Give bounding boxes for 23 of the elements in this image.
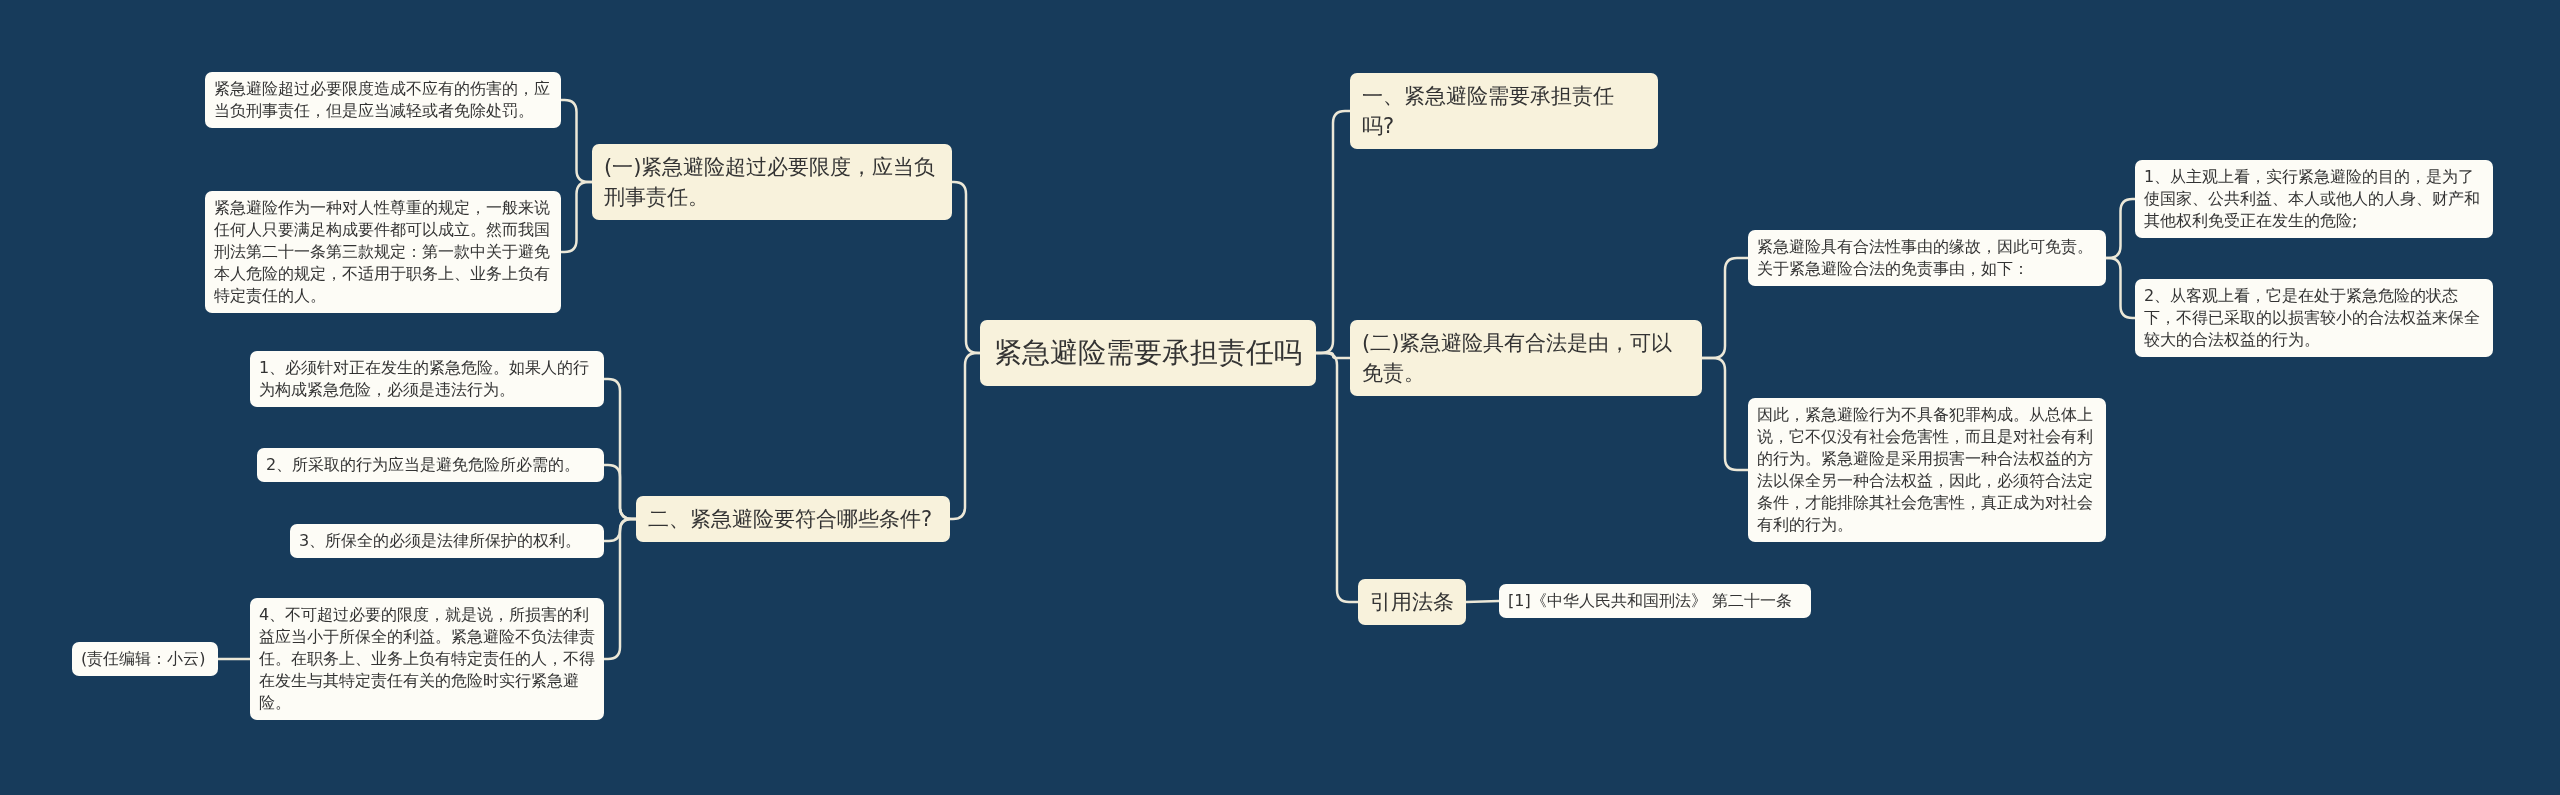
connector-line [1702, 356, 1748, 472]
topic-box: (一)紧急避险超过必要限度，应当负刑事责任。 [592, 144, 952, 220]
connector-line [218, 657, 250, 661]
note-box: 3、所保全的必须是法律所保护的权利。 [290, 524, 604, 558]
note-box: 2、所采取的行为应当是避免危险所必需的。 [257, 448, 604, 482]
note-box: 紧急避险超过必要限度造成不应有的伤害的，应当负刑事责任，但是应当减轻或者免除处罚。 [205, 72, 561, 128]
topic-box: 引用法条 [1358, 579, 1466, 625]
topic-box: (二)紧急避险具有合法是由，可以免责。 [1350, 320, 1702, 396]
note-box: [1]《中华人民共和国刑法》 第二十一条 [1499, 584, 1811, 618]
note-box: 紧急避险具有合法性事由的缘故，因此可免责。关于紧急避险合法的免责事由，如下： [1748, 230, 2106, 286]
note-box: 4、不可超过必要的限度，就是说，所损害的利益应当小于所保全的利益。紧急避险不负法律责任。在职务上、业务上负有特定责任的人，不得在发生与其特定责任有关的危险时实行紧急避险。 [250, 598, 604, 720]
connector-line [2106, 256, 2135, 320]
note-box: 2、从客观上看，它是在处于紧急危险的状态下，不得已采取的以损害较小的合法权益来保全较大的合法权益的行为。 [2135, 279, 2493, 357]
note-box: (责任编辑：小云) [72, 642, 218, 676]
topic-box: 一、紧急避险需要承担责任吗? [1350, 73, 1658, 149]
note-box: 1、必须针对正在发生的紧急危险。如果人的行为构成紧急危险，必须是违法行为。 [250, 351, 604, 407]
note-box: 1、从主观上看，实行紧急避险的目的，是为了使国家、公共利益、本人或他人的人身、财产和其他权利免受正在发生的危险; [2135, 160, 2493, 238]
topic-box: 二、紧急避险要符合哪些条件? [636, 496, 950, 542]
note-box: 因此，紧急避险行为不具备犯罪构成。从总体上说，它不仅没有社会危害性，而且是对社会有利的行为。紧急避险是采用损害一种合法权益的方法以保全另一种合法权益，因此，必须符合法定条件，才能排除其社会危害性，真正成为对社会有利的行为。 [1748, 398, 2106, 542]
note-box: 紧急避险作为一种对人性尊重的规定，一般来说任何人只要满足构成要件都可以成立。然而我国刑法第二十一条第三款规定：第一款中关于避免本人危险的规定，不适用于职务上、业务上负有特定责任的人。 [205, 191, 561, 313]
connector-line [1465, 599, 1500, 604]
central-topic: 紧急避险需要承担责任吗 [980, 320, 1316, 386]
connector-line [1316, 351, 1358, 604]
